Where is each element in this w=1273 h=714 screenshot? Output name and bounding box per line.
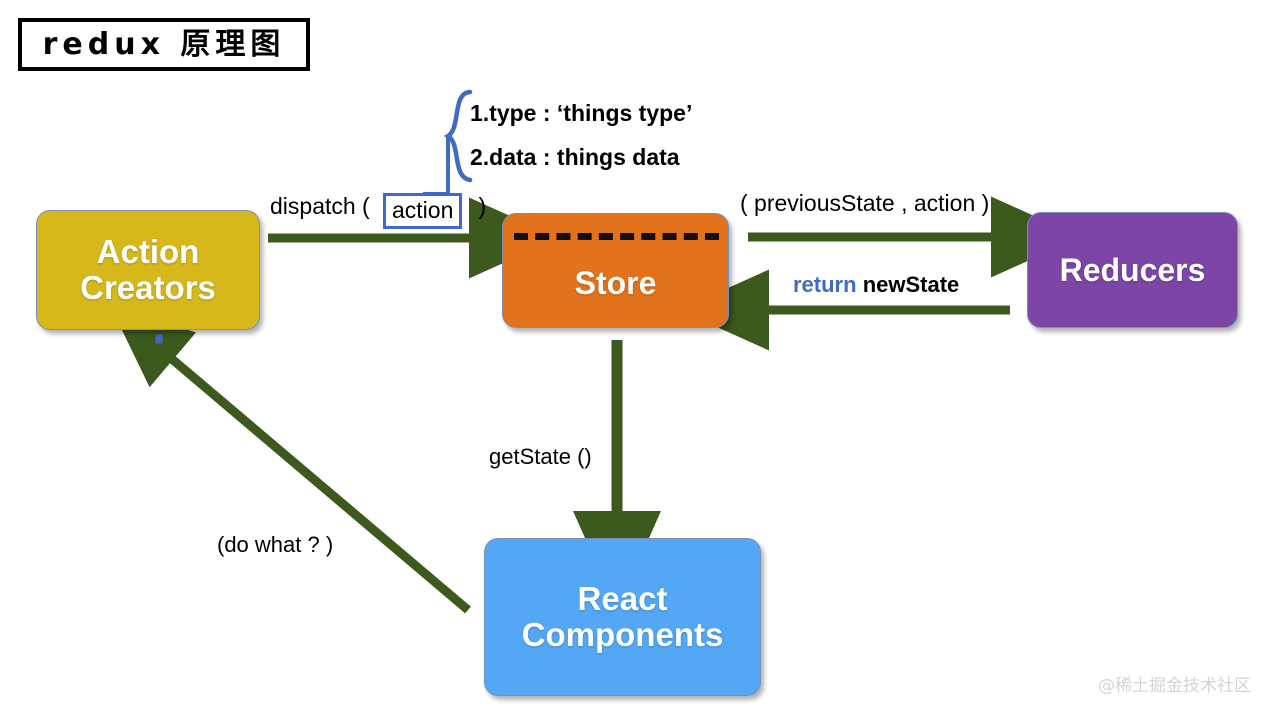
label-return-keyword: return — [793, 272, 857, 297]
label-getstate: getState () — [489, 444, 592, 469]
label-action-type: 1.type : ‘things type’ — [470, 100, 693, 126]
label-dispatch: dispatch ( ) — [270, 193, 486, 221]
arrow-do-what — [111, 307, 471, 614]
action-token-label: action — [392, 197, 454, 223]
node-store[interactable]: Store — [502, 213, 729, 328]
label-previous-state-action: ( previousState , action ) — [740, 190, 990, 216]
label-action-data: 2.data : things data — [470, 144, 680, 170]
node-react-components-line1: React — [577, 580, 668, 618]
node-react-components[interactable]: React Components — [484, 538, 761, 696]
label-dispatch-prefix: dispatch ( — [270, 193, 370, 219]
page-title: redux 原理图 — [42, 26, 286, 62]
blue-curly-brace — [443, 89, 473, 183]
watermark: @稀土掘金技术社区 — [1098, 676, 1251, 696]
node-react-components-line2: Components — [521, 616, 724, 653]
label-do-what: (do what ? ) — [217, 532, 334, 557]
node-action-creators-line2: Creators — [80, 269, 216, 306]
store-dashed-divider — [514, 233, 719, 240]
label-dispatch-suffix: ) — [478, 193, 487, 219]
label-return-value: newState — [862, 272, 960, 297]
node-action-creators[interactable]: Action Creators — [36, 210, 260, 330]
node-action-creators-line1: Action — [96, 233, 200, 271]
action-token-box[interactable]: action — [383, 193, 463, 230]
label-return-newstate: return newState — [793, 272, 959, 298]
node-reducers[interactable]: Reducers — [1027, 212, 1238, 328]
node-store-label: Store — [574, 265, 657, 302]
node-reducers-label: Reducers — [1059, 251, 1206, 288]
node-react-components-label: React Components — [522, 581, 724, 652]
diagram-title-box: redux 原理图 — [18, 18, 310, 71]
node-action-creators-label: Action Creators — [80, 234, 216, 305]
